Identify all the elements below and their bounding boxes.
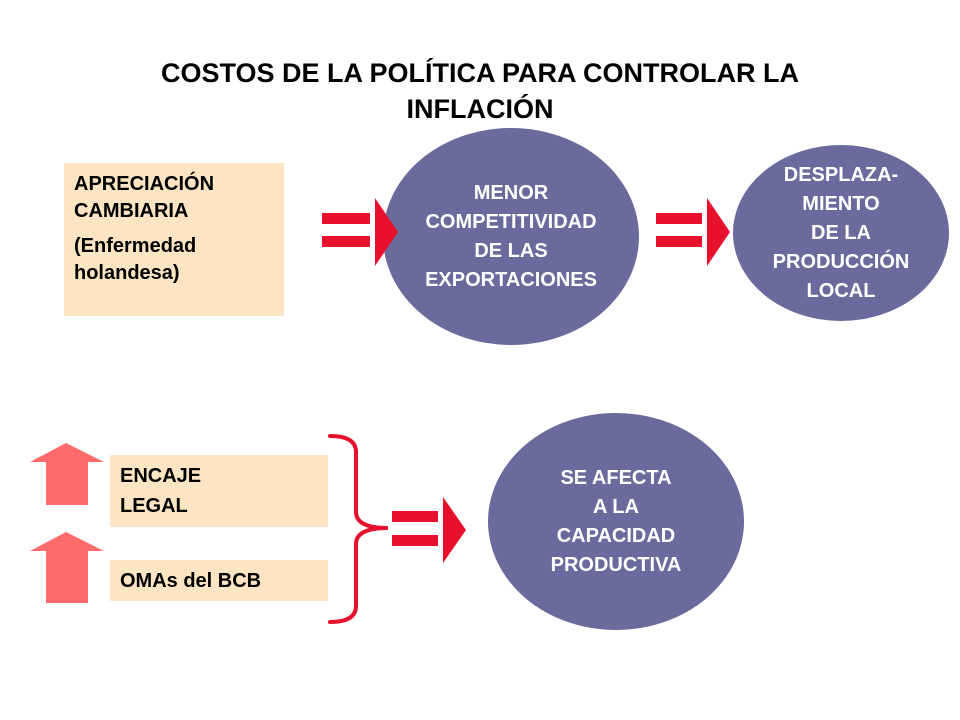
desplaza-line-4: PRODUCCIÓN: [772, 250, 910, 273]
title-line-1: COSTOS DE LA POLÍTICA PARA CONTROLAR LA: [161, 58, 799, 88]
capacidad-productiva-ellipse: SE AFECTA A LA CAPACIDAD PRODUCTIVA: [488, 413, 744, 630]
desplaza-line-5: LOCAL: [806, 279, 876, 302]
implies-arrow-icon: [322, 198, 398, 266]
menor-line-2: COMPETITIVIDAD: [425, 210, 597, 233]
desplaza-line-3: DE LA: [811, 221, 871, 244]
menor-line-3: DE LAS: [474, 239, 548, 262]
apreciacion-line-4: holandesa): [74, 262, 180, 284]
menor-line-1: MENOR: [473, 181, 549, 204]
encaje-line-1: ENCAJE: [120, 465, 202, 487]
up-arrow-icon: [30, 532, 104, 603]
desplaza-line-2: MIENTO: [802, 192, 880, 215]
page-title: COSTOS DE LA POLÍTICA PARA CONTROLAR LA …: [60, 55, 900, 127]
encaje-legal-box: ENCAJE LEGAL: [110, 455, 328, 527]
menor-competitividad-ellipse: MENOR COMPETITIVIDAD DE LAS EXPORTACIONE…: [383, 128, 639, 345]
menor-line-4: EXPORTACIONES: [425, 268, 597, 291]
up-arrow-icon: [30, 443, 104, 505]
apreciacion-box: APRECIACIÓN CAMBIARIA (Enfermedad holand…: [64, 163, 284, 316]
apreciacion-line-2: CAMBIARIA: [74, 200, 189, 222]
title-line-2: INFLACIÓN: [406, 94, 554, 124]
afecta-line-3: CAPACIDAD: [556, 524, 676, 547]
afecta-line-2: A LA: [593, 495, 639, 518]
omas-label: OMAs del BCB: [120, 570, 262, 592]
afecta-line-4: PRODUCTIVA: [550, 553, 682, 576]
implies-arrow-icon: [392, 497, 466, 563]
curly-brace-icon: [328, 434, 389, 624]
apreciacion-line-1: APRECIACIÓN: [74, 173, 215, 195]
apreciacion-line-3: (Enfermedad: [74, 235, 197, 257]
desplazamiento-ellipse: DESPLAZA- MIENTO DE LA PRODUCCIÓN LOCAL: [733, 145, 949, 321]
implies-arrow-icon: [656, 198, 730, 266]
afecta-line-1: SE AFECTA: [560, 466, 672, 489]
encaje-line-2: LEGAL: [120, 495, 188, 517]
desplaza-line-1: DESPLAZA-: [783, 163, 899, 186]
omas-box: OMAs del BCB: [110, 560, 328, 601]
